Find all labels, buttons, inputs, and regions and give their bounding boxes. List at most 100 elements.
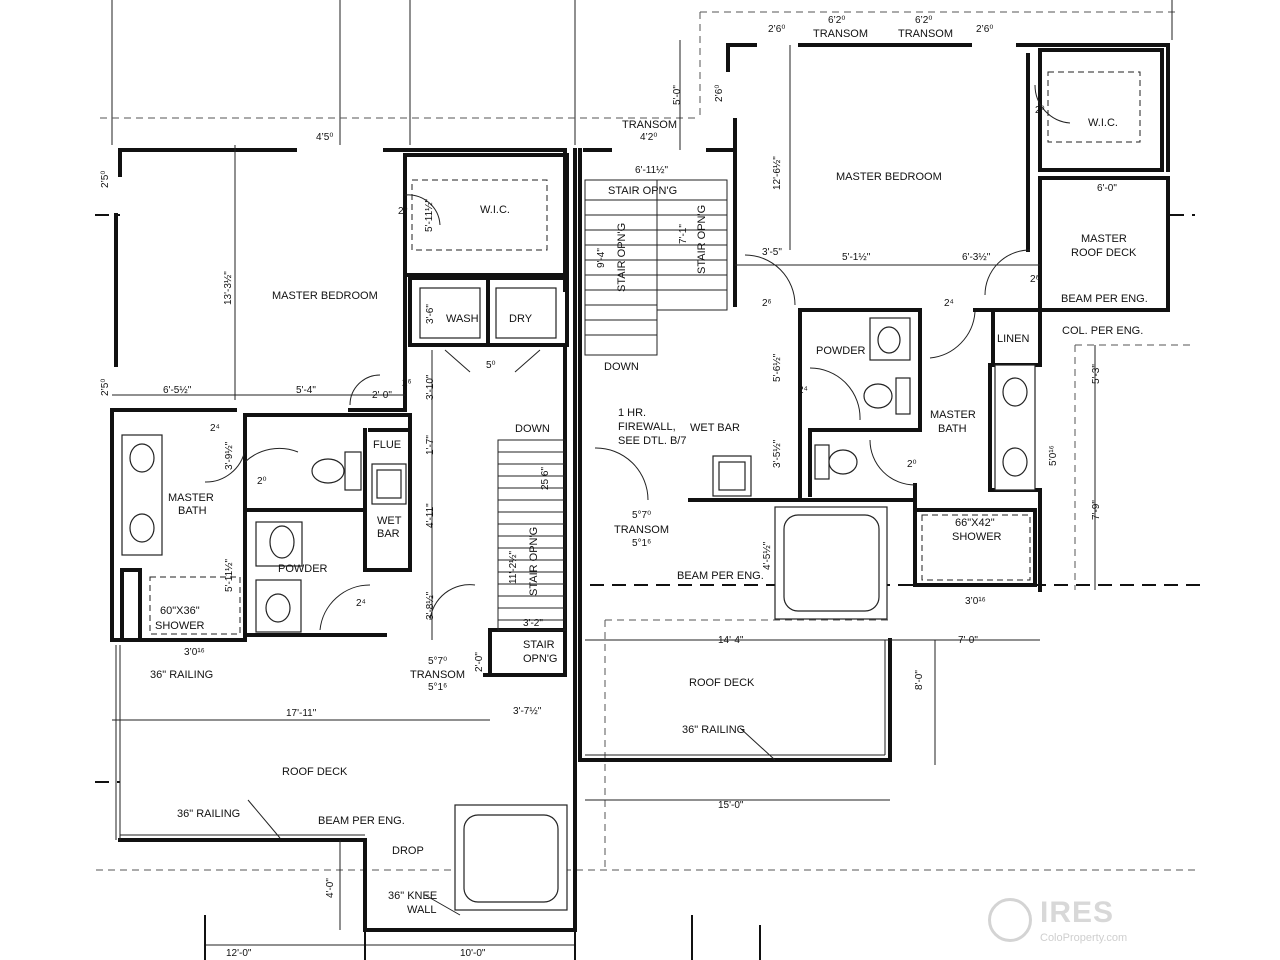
dim-r-260a: 2’6⁰ xyxy=(768,24,785,35)
right-stair-opening-label-a: STAIR OPN'G xyxy=(608,185,677,197)
dim-l-36: 3'-6" xyxy=(425,304,436,324)
right-down-label: DOWN xyxy=(604,361,639,373)
dim-l-50: 5⁰ xyxy=(486,360,496,371)
dim-r-71: 7'-1" xyxy=(678,224,689,244)
left-stair-opening-small-label-2: OPN'G xyxy=(523,653,558,665)
dim-r-6112: 6'-11½" xyxy=(635,165,669,176)
dim-r-26b: 2⁶ xyxy=(762,298,772,309)
dim-l-1711: 17'-11" xyxy=(286,708,317,719)
dim-l-6512: 6'-5½" xyxy=(163,385,192,396)
left-master-bath-label-1: MASTER xyxy=(168,492,214,504)
dim-l-13: 13'-3½" xyxy=(223,271,234,305)
dim-r-24b: 2⁴ xyxy=(798,385,808,396)
right-unit-walls xyxy=(578,43,1170,762)
left-labels: MASTER BEDROOM W.I.C. WASH DRY FLUE WET … xyxy=(150,204,558,916)
right-master-bath-label-1: MASTER xyxy=(930,409,976,421)
dim-l-205a: 2’5⁰ xyxy=(100,171,111,188)
dim-r-3512: 3'-5½" xyxy=(772,439,783,468)
dim-r-50: 5'-0" xyxy=(672,85,683,105)
right-beam-b-note: BEAM PER ENG. xyxy=(1061,293,1148,305)
right-transom-b-note: TRANSOM xyxy=(898,28,953,40)
logo-site: ColoProperty.com xyxy=(1040,932,1128,944)
left-down-label: DOWN xyxy=(515,423,550,435)
right-transom-c-note-1: TRANSOM xyxy=(622,119,677,131)
dim-r-6312: 6'-3½" xyxy=(962,252,991,263)
left-powder-label: POWDER xyxy=(278,563,328,575)
left-stair-opening-label: STAIR OPN'G xyxy=(528,527,540,596)
right-transom-d-note-3: 5°1⁶ xyxy=(632,538,651,549)
dimension-lines xyxy=(112,40,1096,960)
left-stair-opening-small-label-1: STAIR xyxy=(523,639,555,651)
dim-r-80: 8'-0" xyxy=(914,670,925,690)
right-linen-label: LINEN xyxy=(997,333,1029,345)
right-labels: MASTER BEDROOM W.I.C. MASTER ROOF DECK L… xyxy=(604,28,1148,736)
left-shower-label-2: SHOWER xyxy=(155,620,205,632)
dim-r-35: 3'-5" xyxy=(762,247,782,258)
logo-circle-icon xyxy=(988,898,1032,942)
left-door-swings xyxy=(204,194,541,631)
dim-r-260c: 2’6⁰ xyxy=(714,85,725,102)
dim-l-26: 2⁶ xyxy=(402,378,412,389)
dim-r-4512: 4'-5½" xyxy=(762,541,773,570)
dim-r-24a: 2⁴ xyxy=(944,298,954,309)
dim-l-310: 3'-10" xyxy=(425,374,436,400)
right-master-roof-deck-label-2: ROOF DECK xyxy=(1071,247,1137,259)
dim-l-3812: 3'-8½" xyxy=(425,591,436,620)
dim-l-20d: 2'-0" xyxy=(474,652,485,672)
dim-l-24b: 2⁴ xyxy=(356,598,366,609)
right-fixtures xyxy=(712,71,1141,620)
left-railing-bottom-note: 36" RAILING xyxy=(177,808,240,820)
dim-r-26a: 2⁶ xyxy=(1030,274,1040,285)
dim-r-1212: 12'-6½" xyxy=(772,156,783,190)
dim-l-1112: 11'-2½" xyxy=(508,550,519,584)
dim-r-53: 5'-3" xyxy=(1091,364,1102,384)
dim-r-20a: 2⁰ xyxy=(1035,105,1045,116)
left-stairs xyxy=(497,439,566,631)
left-drop-note: DROP xyxy=(392,845,424,857)
right-shower-label-1: 66"X42" xyxy=(955,517,995,529)
right-column-note: COL. PER ENG. xyxy=(1062,325,1143,337)
right-firewall-note-2: FIREWALL, xyxy=(618,421,676,433)
dim-l-24a: 2⁴ xyxy=(210,423,220,434)
right-transom-c-note-2: 4’2⁰ xyxy=(640,132,657,143)
left-fixtures xyxy=(121,179,568,911)
logo-name: IRES xyxy=(1040,896,1115,929)
right-stair-opening-label-b: STAIR OPN'G xyxy=(616,223,628,292)
dim-l-205b: 2’5⁰ xyxy=(100,379,111,396)
dim-r-79: 7'-9" xyxy=(1091,500,1102,520)
right-transom-d-note-2: TRANSOM xyxy=(614,524,669,536)
dim-r-620a: 6’2⁰ xyxy=(828,15,845,26)
right-shower-label-2: SHOWER xyxy=(952,531,1002,543)
dim-l-511: 5'-11½" xyxy=(424,198,435,232)
left-wet-bar-label-2: BAR xyxy=(377,528,400,540)
dim-l-20c: 2⁰ xyxy=(257,476,267,487)
right-beam-a-note: BEAM PER ENG. xyxy=(677,570,764,582)
right-master-bedroom-label: MASTER BEDROOM xyxy=(836,171,942,183)
left-wic-label: W.I.C. xyxy=(480,204,510,216)
dim-l-3712: 3'-7½" xyxy=(513,706,542,717)
dim-r-260b: 2’6⁰ xyxy=(976,24,993,35)
right-door-swings xyxy=(594,84,1071,501)
right-roof-deck-label: ROOF DECK xyxy=(689,677,755,689)
right-stairs xyxy=(584,179,728,356)
right-master-bath-label-2: BATH xyxy=(938,423,967,435)
dim-r-5612: 5'-6½" xyxy=(772,353,783,382)
right-wic-label: W.I.C. xyxy=(1088,117,1118,129)
left-dimension-labels: 4’5⁰ 2’5⁰ 2’5⁰ 13'-3½" 2⁰ 5'-11½" 3'-6" … xyxy=(100,132,551,959)
left-master-bedroom-label: MASTER BEDROOM xyxy=(272,290,378,302)
left-flue-label: FLUE xyxy=(373,439,401,451)
right-master-roof-deck-label-1: MASTER xyxy=(1081,233,1127,245)
left-dry-label: DRY xyxy=(509,313,533,325)
dim-r-144: 14'-4" xyxy=(718,635,744,646)
left-railing-top-note: 36" RAILING xyxy=(150,669,213,681)
left-shower-label-1: 60"X36" xyxy=(160,605,200,617)
dim-l-20b: 2'-0" xyxy=(372,390,392,401)
dim-l-5112: 5'-11½" xyxy=(224,558,235,592)
dim-r-620b: 6’2⁰ xyxy=(915,15,932,26)
left-wash-label: WASH xyxy=(446,313,479,325)
dim-r-501: 5’0¹⁶ xyxy=(1048,445,1059,466)
dim-l-405: 4’5⁰ xyxy=(316,132,333,143)
dim-l-2516: 25 6" xyxy=(540,467,551,490)
dim-l-20a: 2⁰ xyxy=(398,206,408,217)
